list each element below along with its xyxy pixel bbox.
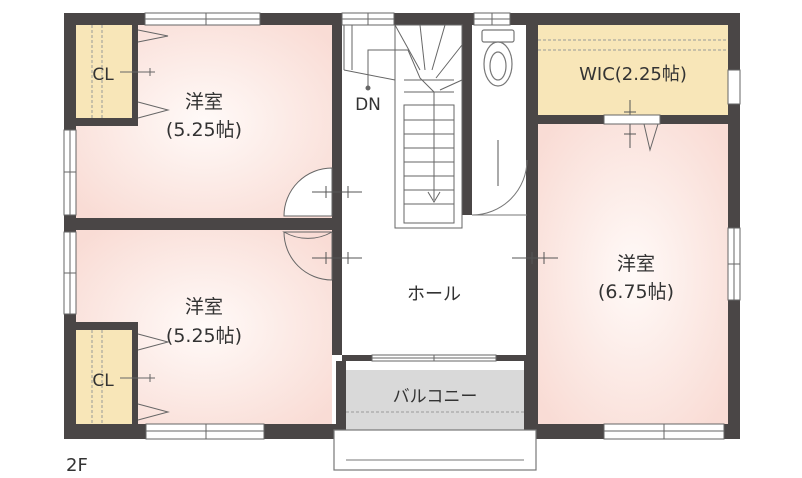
window-center-lines [64,13,740,439]
stair-side-rails [343,25,396,81]
wic-door [603,114,661,152]
toilet-door-swing [471,159,528,216]
closet-folding-doors [120,29,170,421]
bedroom-door-swings [282,167,333,281]
bedroom-right-name: 洋室 [617,253,655,275]
closet-top-label: CL [92,65,114,85]
bedroom-bottom-left-size: (5.25帖) [166,325,242,347]
bedroom-right-size: (6.75帖) [598,281,674,303]
closet-shelf-lines [91,25,728,424]
balcony-floor [346,370,524,430]
balcony-railing [333,429,537,471]
closet-bottom-floor [76,330,134,424]
closet-bottom-label: CL [92,371,114,391]
bedroom-right-floor [538,124,728,424]
hall-label: ホール [407,284,461,305]
balcony-label: バルコニー [393,387,478,407]
stair-walkline [365,49,441,203]
stairs-down-label: DN [355,95,381,115]
bedroom-top-left-size: (5.25帖) [166,119,242,141]
bedroom-top-left-name: 洋室 [185,91,223,113]
staircase [394,24,463,229]
bedroom-bottom-left-name: 洋室 [185,296,223,318]
toilet-icon [481,29,515,87]
wic-label: WIC(2.25帖) [579,64,687,85]
floor-label: 2F [66,455,88,476]
